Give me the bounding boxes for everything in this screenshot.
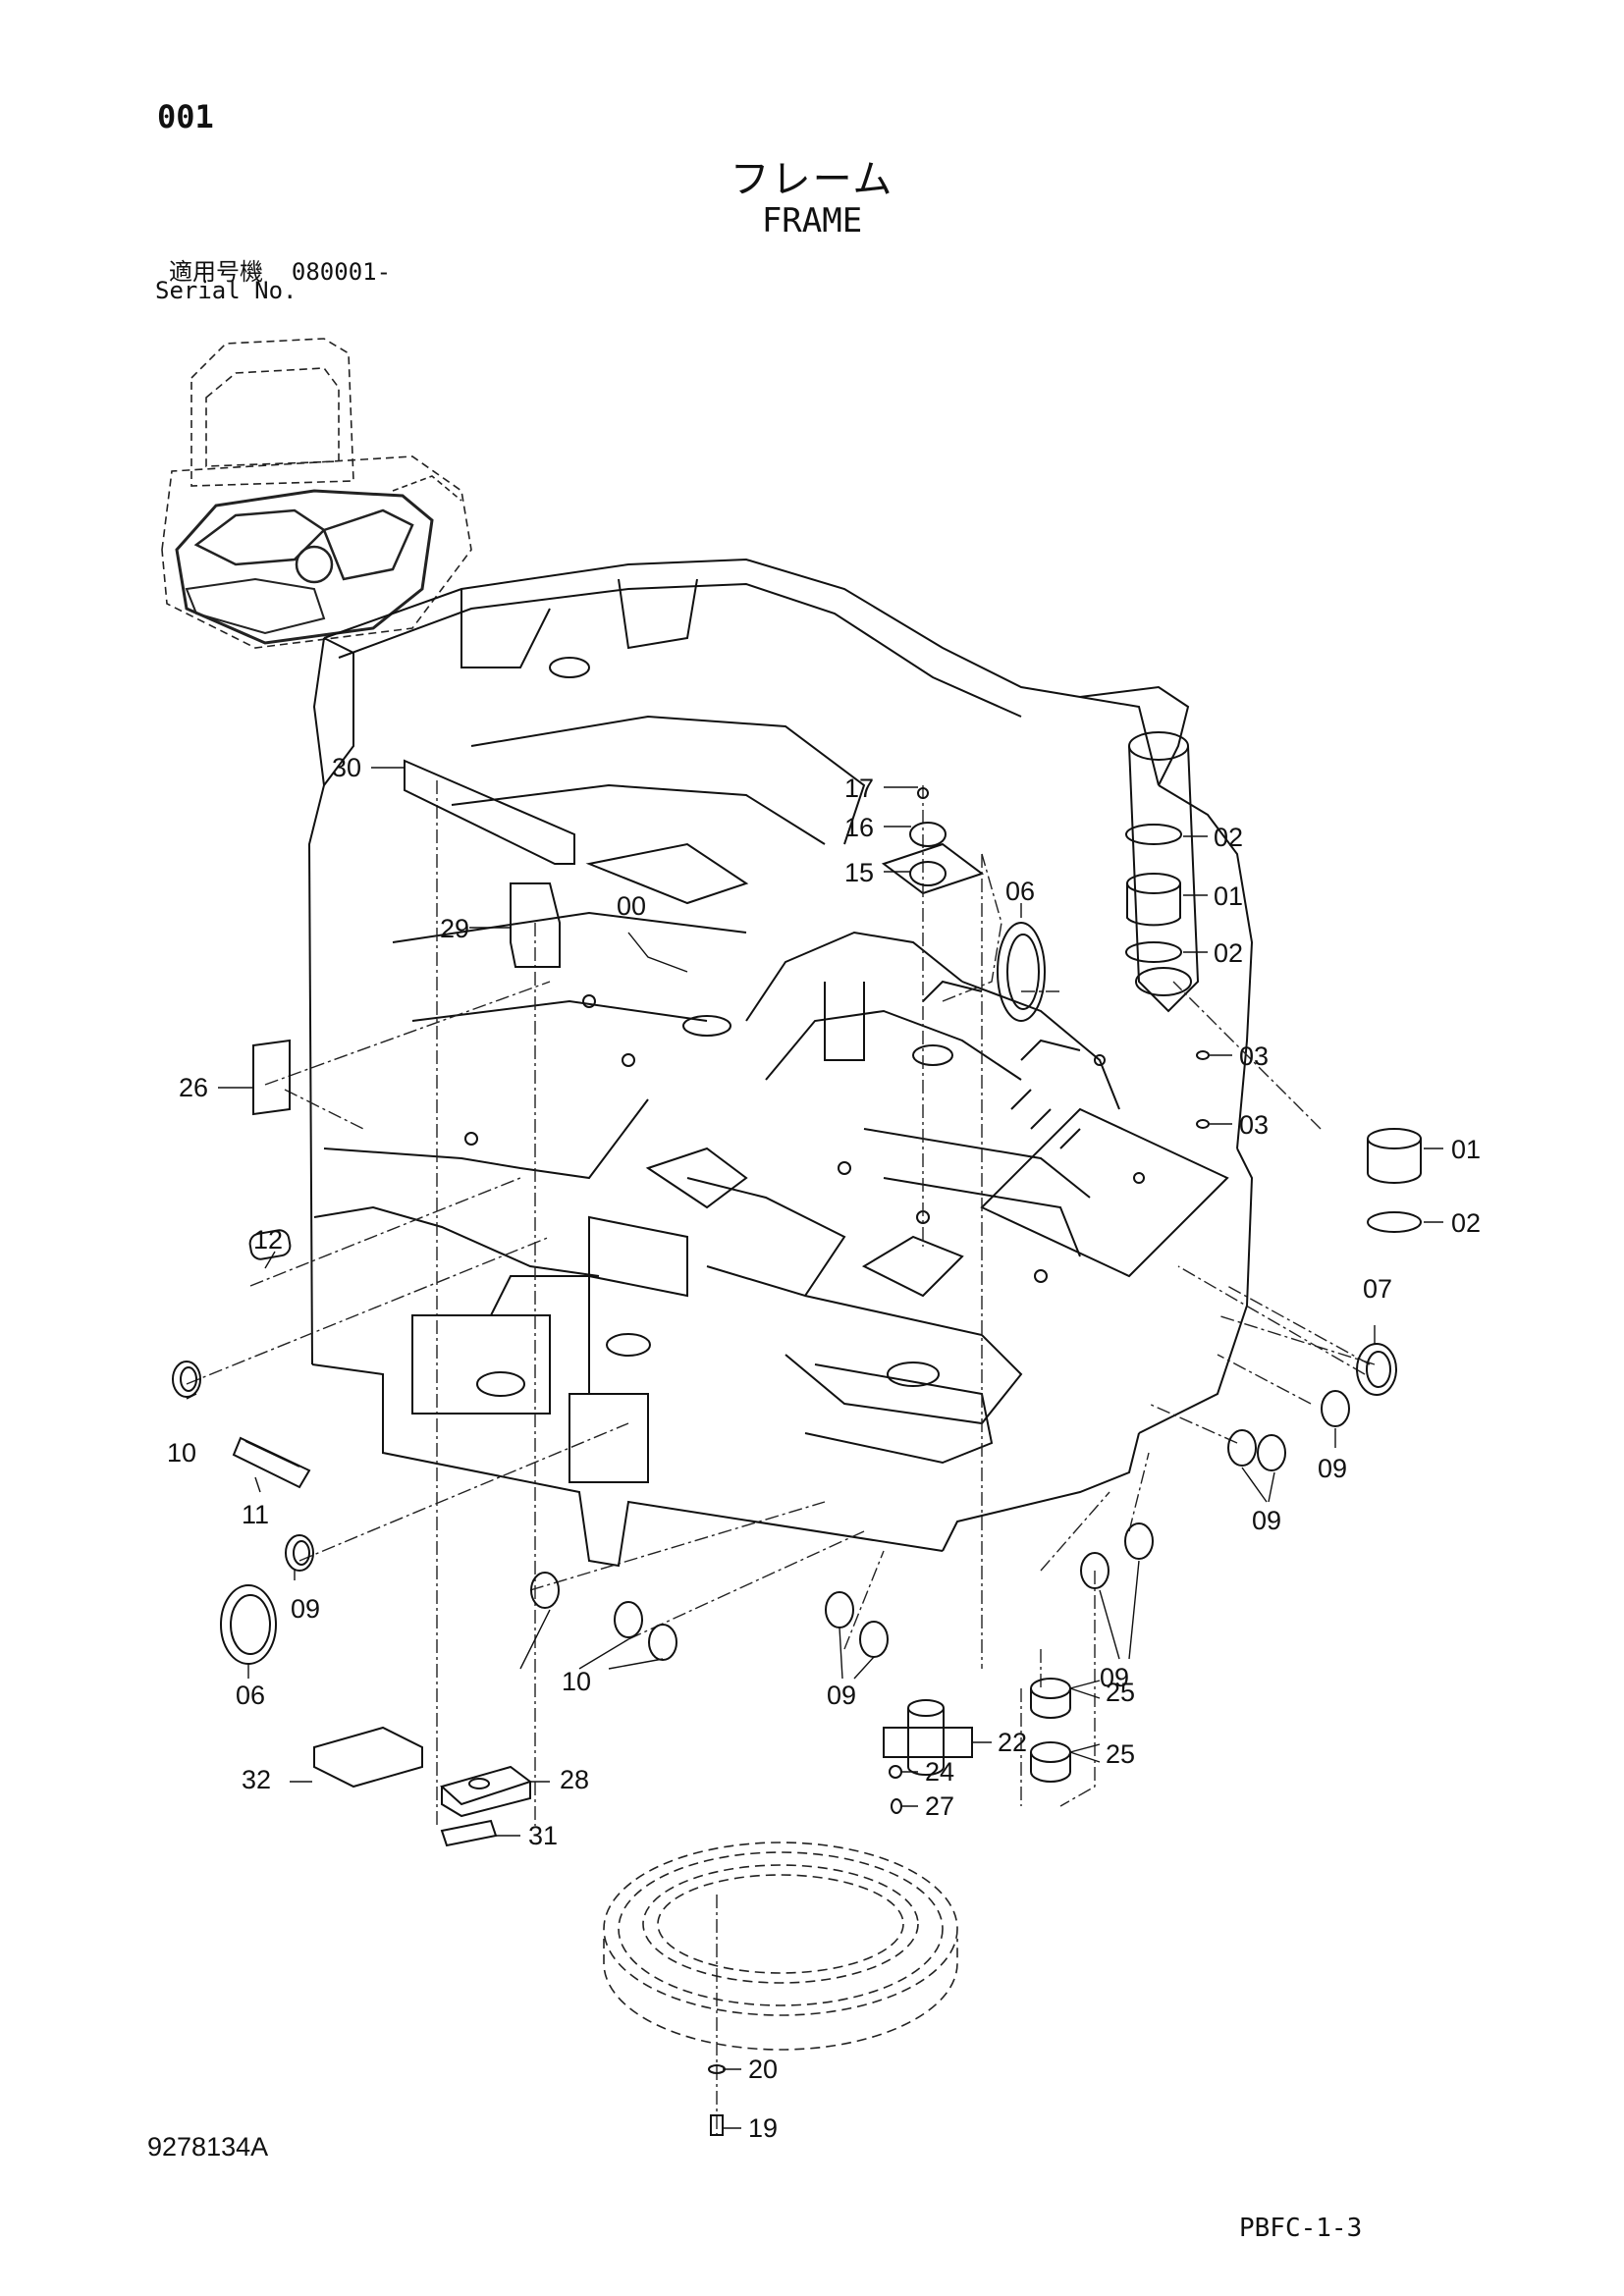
callout-label: 26 [179,1073,208,1102]
callout-label: 06 [1005,877,1035,906]
page-title-japanese: フレーム [730,157,894,202]
callout-label: 09 [1318,1454,1347,1483]
serial-label-english: Serial No. [155,277,298,304]
callout-label: 09 [827,1681,856,1710]
page-title-english: FRAME [761,201,863,240]
callout-label: 15 [844,858,874,887]
callout-label: 16 [844,813,874,842]
callout-label: 17 [844,774,874,803]
callout-label: 24 [925,1757,954,1787]
callout-label: 12 [253,1225,283,1255]
callout-label: 32 [242,1765,271,1794]
callout-label: 25 [1106,1678,1135,1707]
callout-label: 11 [242,1500,269,1529]
callout-label: 02 [1214,823,1243,852]
callout-label: 10 [562,1667,591,1696]
callout-label: 01 [1451,1135,1481,1164]
callout-leaders [186,767,1443,2129]
machine-overview-thumbnail [161,338,472,649]
callout-label: 07 [1363,1274,1392,1304]
callout-label: 25 [1106,1739,1135,1769]
swing-bearing-ring [603,1842,958,2051]
callout-label: 19 [748,2113,778,2143]
callout-labels: 30 29 00 26 12 10 11 09 06 10 09 32 28 3… [167,753,1481,2143]
callout-label: 02 [1214,938,1243,968]
sheet-code: PBFC-1-3 [1239,2214,1363,2243]
callout-label: 29 [440,914,469,943]
callout-label: 03 [1239,1041,1269,1071]
callout-label: 27 [925,1791,954,1821]
callout-label: 00 [617,891,646,921]
callout-label: 09 [291,1594,320,1624]
callout-label: 02 [1451,1208,1481,1238]
callout-label: 30 [332,753,361,782]
callout-label: 20 [748,2055,778,2084]
callout-label: 03 [1239,1110,1269,1140]
callout-label: 31 [528,1821,558,1850]
callout-label: 22 [998,1728,1027,1757]
callout-label: 10 [167,1438,196,1468]
callout-label: 28 [560,1765,589,1794]
document-number: 9278134A [147,2132,269,2162]
callout-label: 06 [236,1681,265,1710]
callout-label: 09 [1100,1663,1129,1692]
callout-label: 01 [1214,881,1243,911]
callout-label: 09 [1252,1506,1281,1535]
serial-range-japanese: 適用号機 080001- [169,258,392,286]
page-number: 001 [157,98,214,135]
main-frame-body [307,558,1254,1568]
